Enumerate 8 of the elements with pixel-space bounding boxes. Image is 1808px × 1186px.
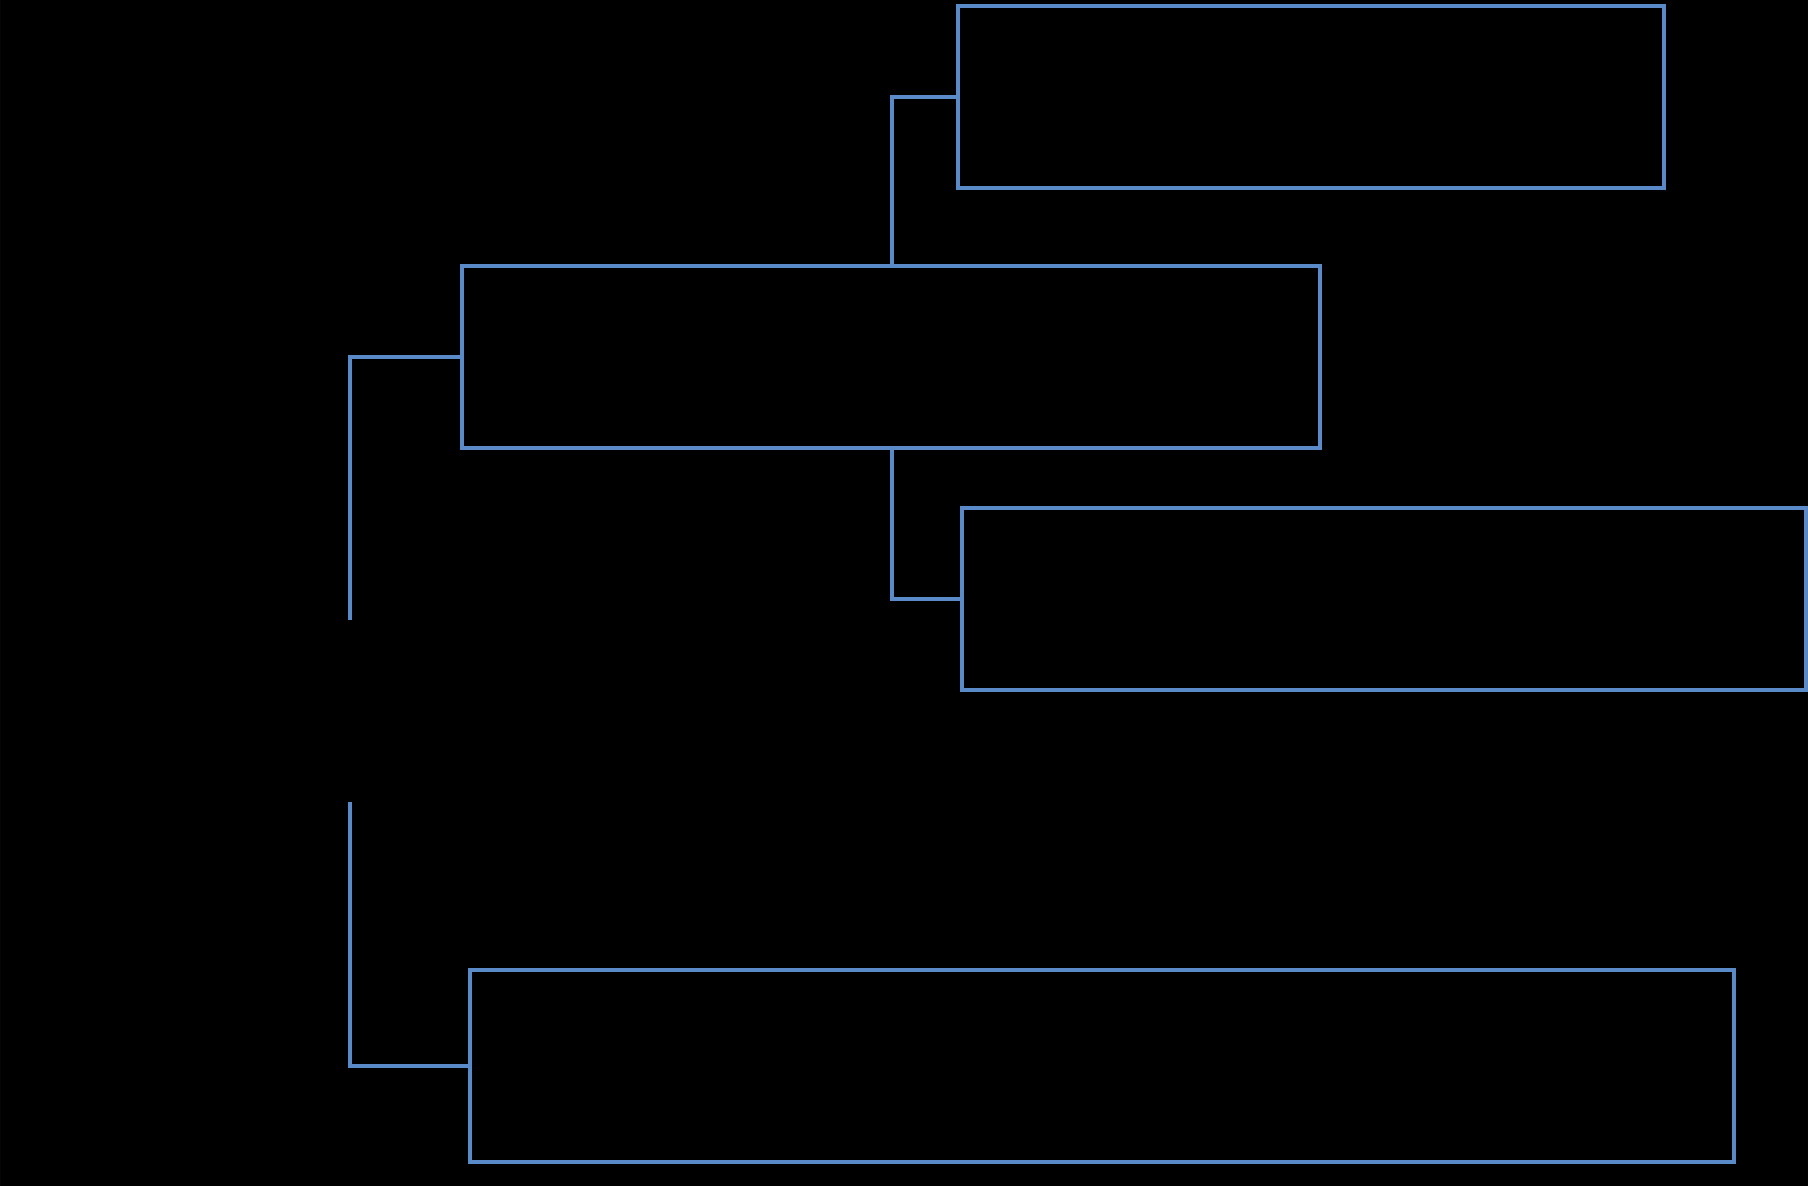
- connector-line: [348, 802, 470, 1068]
- outline-box: [460, 264, 1322, 450]
- connector-line: [890, 448, 962, 601]
- outline-box: [960, 506, 1808, 692]
- connector-line: [348, 355, 462, 620]
- outline-box: [468, 968, 1736, 1164]
- connector-line: [890, 95, 958, 266]
- outline-box: [956, 4, 1666, 190]
